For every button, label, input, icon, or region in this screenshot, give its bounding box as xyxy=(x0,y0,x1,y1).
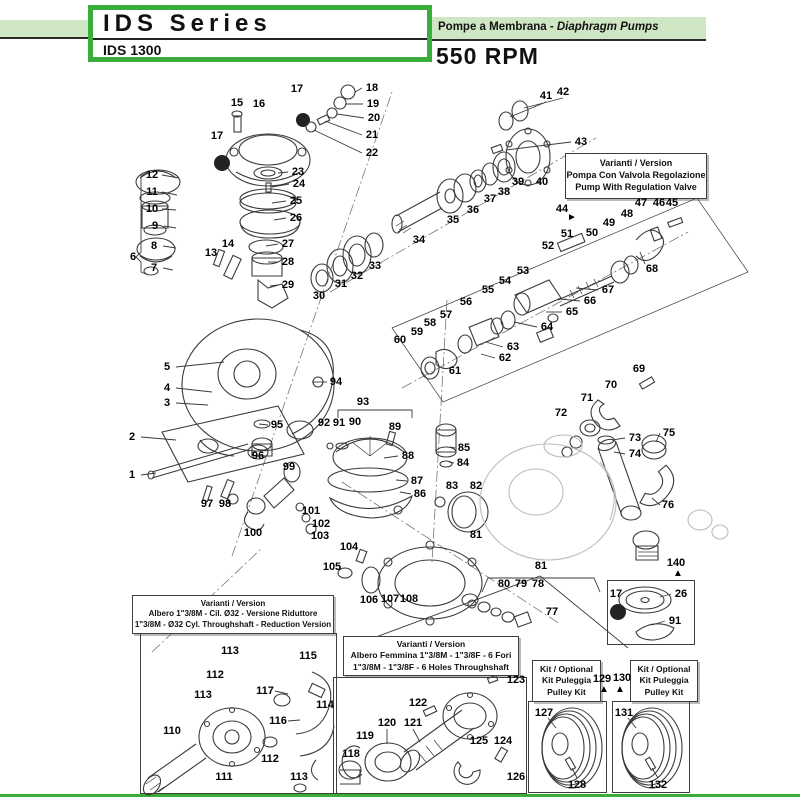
sleeve-rings-drawing xyxy=(310,232,384,293)
pulley-kit-left-drawing xyxy=(541,707,603,789)
variant-line-english: 1"3/8M - Ø32 Cyl. Throughshaft - Reducti… xyxy=(134,619,332,629)
frame-kit-left xyxy=(528,701,607,793)
kit-140-drawing xyxy=(610,586,675,641)
model-name: IDS 1300 xyxy=(103,42,162,58)
kit-box-left-title: Kit / Optional Kit Puleggia Pulley Kit xyxy=(532,660,601,702)
header-band-left xyxy=(0,20,92,39)
variant-box-female-shaft: Varianti / Version Albero Femmina 1"3/8M… xyxy=(343,636,519,676)
variant-box-reduction: Varianti / Version Albero 1"3/8M - Cil. … xyxy=(132,595,334,634)
subtitle-italian: Pompe a Membrana - xyxy=(438,21,557,33)
variant-title: Varianti / Version xyxy=(396,639,466,650)
crankshaft-bearings-drawing xyxy=(391,97,572,234)
kit-line-english: Pulley Kit xyxy=(644,686,684,697)
kit-title: Kit / Optional xyxy=(637,664,691,675)
variant-line-italian: Albero 1"3/8M - Cil. Ø32 - Versione Ridu… xyxy=(148,609,318,619)
frame-reduction-variant xyxy=(140,633,337,794)
regulation-valve-drawing xyxy=(420,217,684,380)
kit-title: Kit / Optional xyxy=(540,664,593,675)
series-title: IDS Series xyxy=(103,10,272,37)
variant-line-italian: Albero Femmina 1"3/8M - 1"3/8F - 6 Fori xyxy=(350,650,512,661)
frame-kit-right xyxy=(612,701,690,793)
ghost-pump-drawing xyxy=(479,434,729,561)
variant-title: Varianti / Version xyxy=(200,598,266,608)
frame-female-variant xyxy=(333,677,527,794)
header-band-right: Pompe a Membrana - Diaphragm Pumps xyxy=(430,17,706,41)
drain-valve-drawing xyxy=(243,461,317,535)
rpm-label: 550 RPM xyxy=(436,43,539,69)
pulley-kit-right-drawing xyxy=(621,707,683,789)
piston-stack-drawing xyxy=(239,166,301,309)
kit-box-right-title: Kit / Optional Kit Puleggia Pulley Kit xyxy=(630,660,698,702)
valve-cap-parts-drawing xyxy=(305,84,365,154)
suction-fittings-drawing xyxy=(561,376,675,561)
center-axes xyxy=(151,91,689,653)
gauge-drawing xyxy=(434,423,489,533)
series-title-box: IDS Series IDS 1300 xyxy=(88,5,432,62)
kit-line-italian: Kit Puleggia xyxy=(639,675,689,686)
series-divider xyxy=(93,38,427,40)
kit-line-italian: Kit Puleggia xyxy=(541,675,592,686)
pump-head-drawing xyxy=(214,110,311,187)
check-valve-stack-drawing xyxy=(135,169,242,280)
variant-box-regulation: Varianti / Version Pompa Con Valvola Reg… xyxy=(565,153,707,199)
variant-title: Varianti / Version xyxy=(599,158,673,169)
kit-line-english: Pulley Kit xyxy=(547,686,586,697)
variant-line-italian: Pompa Con Valvola Regolazione xyxy=(566,170,706,181)
diaphragm-drawing xyxy=(326,409,413,519)
manifold-drawing xyxy=(337,540,629,649)
bottom-rule xyxy=(0,794,800,797)
crankcase-drawing xyxy=(140,318,335,505)
variant-line-english: 1"3/8M - 1"3/8F - 6 Holes Throughshaft xyxy=(353,661,509,672)
subtitle-english: Diaphragm Pumps xyxy=(556,21,659,33)
frame-kit-140 xyxy=(607,580,695,645)
variant-line-english: Pump With Regulation Valve xyxy=(575,181,697,192)
